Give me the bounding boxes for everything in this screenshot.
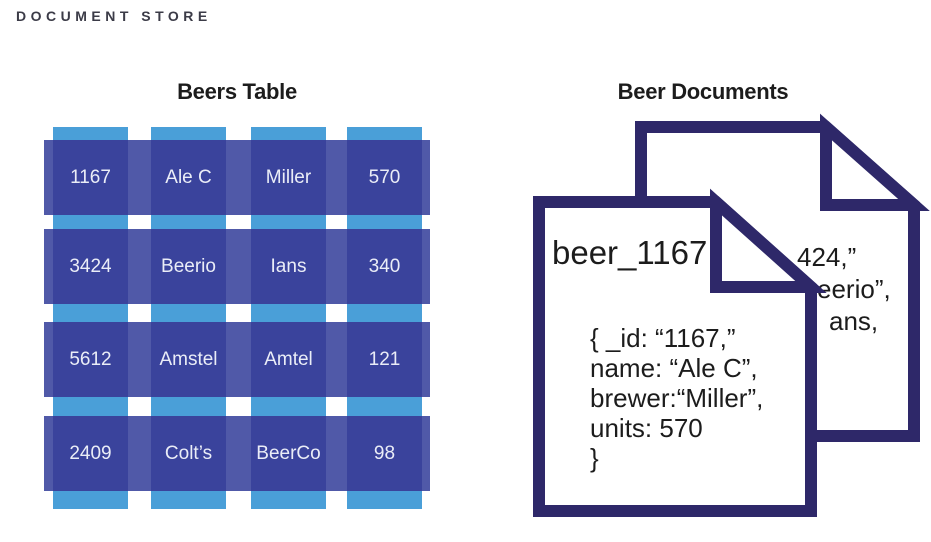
back-document-fold-icon [820, 113, 930, 211]
back-document-text-fragment: 424,” [797, 242, 857, 272]
table-cell: Miller [251, 140, 326, 215]
front-document-body-line: } [590, 443, 599, 473]
back-document-text-fragment: eerio”, [817, 274, 891, 304]
table-cell: 570 [347, 140, 422, 215]
beer-documents-heading: Beer Documents [617, 79, 789, 104]
table-cell: 1167 [53, 140, 128, 215]
table-cell: 98 [347, 416, 422, 491]
table-cell: Ians [251, 229, 326, 304]
beers-table-heading: Beers Table [177, 79, 297, 104]
table-cell: Amtel [251, 322, 326, 397]
front-document-body-line: { _id: “1167,” [590, 323, 736, 353]
front-document-body-line: name: “Ale C”, [590, 353, 758, 383]
table-cell: 3424 [53, 229, 128, 304]
back-document-text-fragment: ans, [829, 306, 879, 336]
front-document-body-line: units: 570 [590, 413, 703, 443]
table-cell: 5612 [53, 322, 128, 397]
table-cell: Ale C [151, 140, 226, 215]
table-cell: 2409 [53, 416, 128, 491]
table-cell: Amstel [151, 322, 226, 397]
table-cell: 340 [347, 229, 422, 304]
front-document-title: beer_1167 [552, 234, 708, 271]
table-cell: BeerCo [251, 416, 326, 491]
table-cell: Colt’s [151, 416, 226, 491]
page-title: DOCUMENT STORE [16, 8, 212, 24]
front-document-body-line: brewer:“Miller”, [590, 383, 764, 413]
front-document-body: { _id: “1167,” name: “Ale C”, brewer:“Mi… [590, 323, 763, 473]
table-cell: 121 [347, 322, 422, 397]
table-cell: Beerio [151, 229, 226, 304]
